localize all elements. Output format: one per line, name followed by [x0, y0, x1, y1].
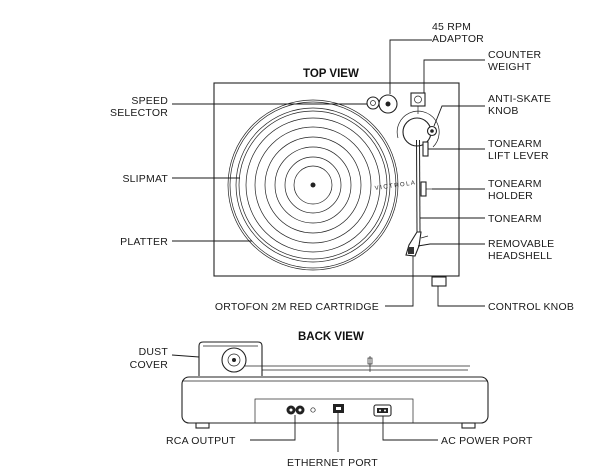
label-tonearm-holder-line2: HOLDER	[488, 190, 533, 202]
tonearm-base-back	[221, 347, 247, 373]
turntable-back-view	[181, 341, 489, 429]
tonearm-holder	[420, 181, 432, 197]
back-plinth	[181, 376, 489, 424]
label-speed-selector-line1: SPEED	[131, 95, 168, 107]
slipmat	[235, 107, 391, 263]
lift-lever[interactable]	[422, 141, 429, 157]
back-view-title: BACK VIEW	[298, 331, 364, 343]
label-anti-skate-line2: KNOB	[488, 105, 519, 117]
label-control-knob: CONTROL KNOB	[488, 301, 574, 313]
turntable-top-view: VICTROLA	[213, 82, 460, 287]
leader-lines-back	[171, 354, 438, 452]
speed-selector-knob[interactable]	[366, 96, 380, 110]
foot-right	[461, 422, 476, 429]
ethernet-port[interactable]	[333, 404, 344, 413]
headshell[interactable]	[405, 231, 429, 257]
label-ethernet-port: ETHERNET PORT	[287, 457, 378, 469]
label-speed-selector-line2: SELECTOR	[110, 107, 168, 119]
tonearm[interactable]	[416, 139, 421, 233]
label-headshell-line1: REMOVABLE	[488, 238, 554, 250]
label-cartridge: ORTOFON 2M RED CARTRIDGE	[215, 301, 379, 313]
counter-weight	[410, 92, 426, 107]
control-knob[interactable]	[431, 276, 447, 287]
callouts-top: 45 RPM ADAPTOR COUNTER WEIGHT ANTI-SKATE…	[110, 21, 574, 313]
label-tonearm-holder-line1: TONEARM	[488, 178, 542, 190]
tonearm-base	[396, 110, 440, 148]
foot-left	[195, 422, 210, 429]
label-dust-cover-line2: COVER	[130, 359, 169, 371]
label-lift-lever-line1: TONEARM	[488, 138, 542, 150]
leader-lines-top	[172, 39, 485, 307]
label-counter-weight-line1: COUNTER	[488, 49, 542, 61]
label-lift-lever-line2: LIFT LEVER	[488, 150, 549, 162]
label-dust-cover-line1: DUST	[139, 346, 169, 358]
label-ac-power-port: AC POWER PORT	[441, 435, 533, 447]
label-headshell-line2: HEADSHELL	[488, 250, 552, 262]
label-tonearm: TONEARM	[488, 213, 542, 225]
rpm-adaptor[interactable]	[378, 94, 398, 114]
ac-power-port[interactable]	[373, 404, 392, 417]
brand-logo: VICTROLA	[374, 180, 416, 192]
label-anti-skate-line1: ANTI-SKATE	[488, 93, 551, 105]
callouts-back: DUST COVER RCA OUTPUT ETHERNET PORT AC P…	[130, 346, 533, 469]
platter	[227, 99, 399, 271]
label-counter-weight-line2: WEIGHT	[488, 61, 532, 73]
label-slipmat: SLIPMAT	[122, 173, 168, 185]
top-view-title: TOP VIEW	[303, 68, 359, 80]
label-45-rpm-adaptor-line1: 45 RPM	[432, 21, 471, 33]
spindle	[310, 182, 316, 188]
label-rca-output: RCA OUTPUT	[166, 435, 236, 447]
back-panel	[254, 398, 414, 424]
label-platter: PLATTER	[120, 236, 168, 248]
label-45-rpm-adaptor-line2: ADAPTOR	[432, 33, 484, 45]
rca-output-jacks[interactable]	[286, 405, 316, 415]
